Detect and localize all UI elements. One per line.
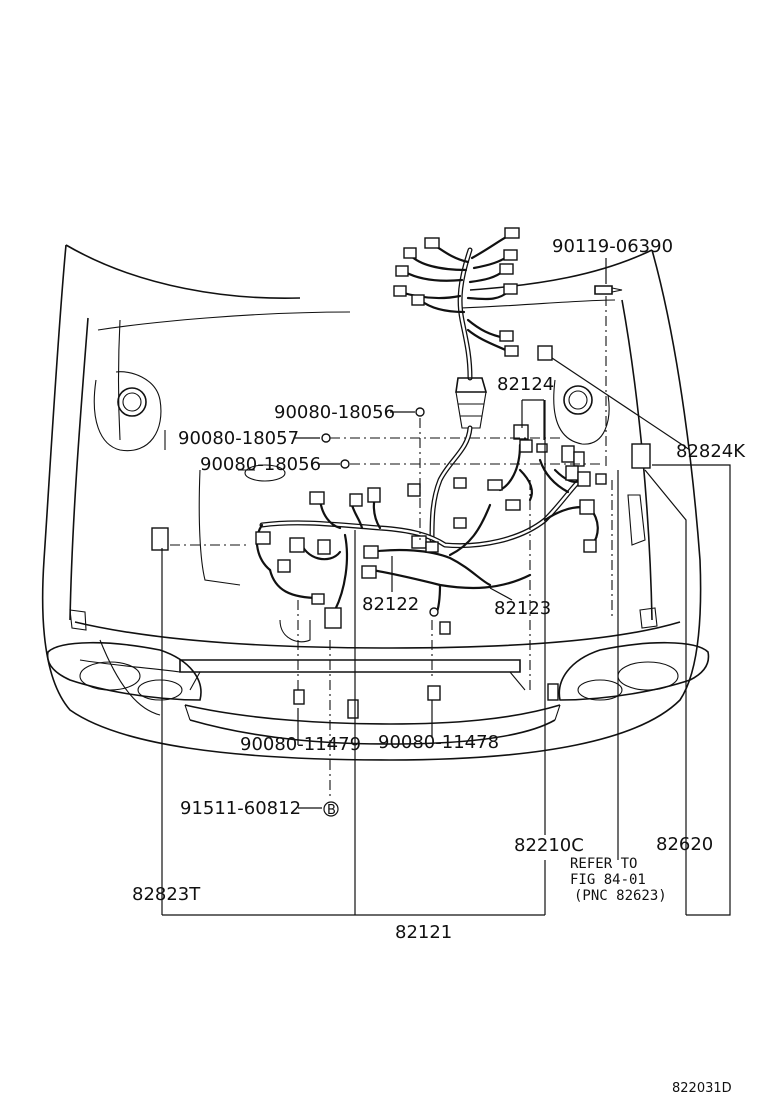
label-90080-18056-lower: 90080-18056	[200, 454, 321, 475]
label-90080-18057: 90080-18057	[178, 428, 299, 449]
label-90119-06390: 90119-06390	[552, 236, 673, 257]
label-90080-11479: 90080-11479	[240, 734, 361, 755]
refer-line-3: (PNC 82623)	[574, 888, 667, 904]
bolt-b-letter: B	[327, 803, 336, 818]
bolt-b-marker: B	[323, 801, 339, 818]
car-body-outline	[41, 244, 710, 761]
label-82620: 82620	[656, 834, 713, 855]
label-91511-60812: 91511-60812	[180, 798, 301, 819]
label-82121: 82121	[395, 922, 452, 943]
callout-lines	[161, 258, 731, 916]
label-90080-18056-upper: 90080-18056	[274, 402, 395, 423]
part-labels: 90119-06390 82124 82824K 90080-18056 900…	[132, 236, 746, 1096]
label-82823T: 82823T	[132, 884, 201, 905]
engine-wire-harness	[151, 227, 651, 719]
refer-line-1: REFER TO	[570, 856, 637, 872]
label-90080-11478: 90080-11478	[378, 732, 499, 753]
label-82122: 82122	[362, 594, 419, 615]
label-82210C: 82210C	[514, 835, 584, 856]
label-82124: 82124	[497, 374, 554, 395]
label-82123: 82123	[494, 598, 551, 619]
figure-code: 822031D	[672, 1081, 732, 1096]
label-82824K: 82824K	[676, 441, 746, 462]
refer-line-2: FIG 84-01	[570, 872, 646, 888]
